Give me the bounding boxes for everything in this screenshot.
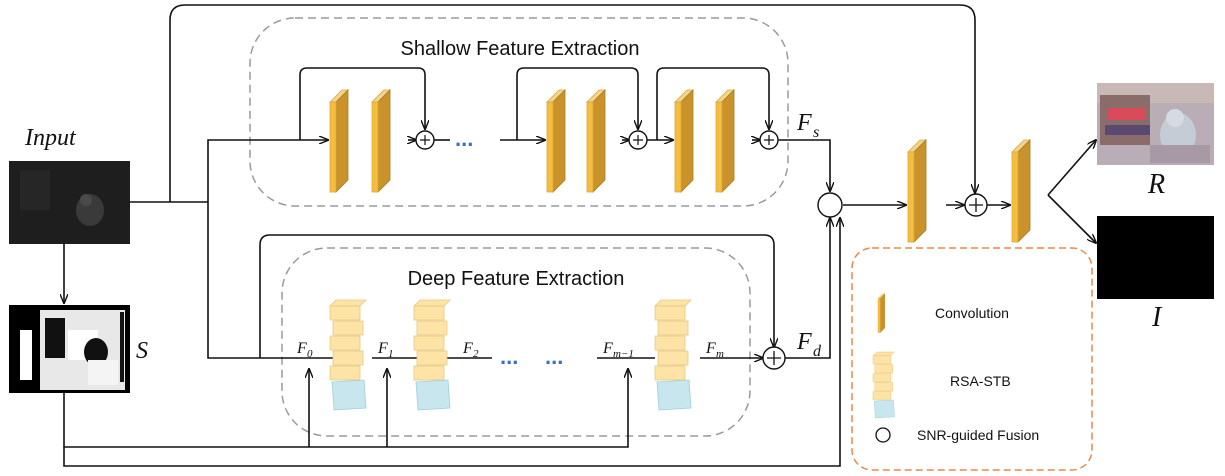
conv-block xyxy=(371,89,391,193)
output-image-r xyxy=(1097,83,1214,165)
sum-node xyxy=(759,130,779,150)
rsa-stb-block xyxy=(654,299,692,411)
legend-convolution: Convolution xyxy=(935,305,1009,321)
sum-node xyxy=(628,130,648,150)
conv-block xyxy=(546,89,566,193)
svg-text:F: F xyxy=(705,340,716,357)
conv-block xyxy=(715,89,735,193)
svg-text:m−1: m−1 xyxy=(613,348,634,360)
conv-block xyxy=(1011,139,1031,243)
sum-node xyxy=(762,346,786,370)
svg-text:2: 2 xyxy=(473,348,479,360)
legend-snr-fusion: SNR-guided Fusion xyxy=(917,427,1039,443)
conv-block xyxy=(674,89,694,193)
connectors xyxy=(64,4,1096,467)
label-f0: F 0 xyxy=(296,340,313,360)
sum-node xyxy=(415,130,435,150)
label-i: I xyxy=(1151,302,1163,333)
label-input: Input xyxy=(24,125,77,151)
rsa-stb-block xyxy=(329,299,367,411)
label-r: R xyxy=(1147,169,1165,200)
deep-title: Deep Feature Extraction xyxy=(408,268,625,290)
svg-text:F: F xyxy=(296,340,307,357)
label-fs: F s xyxy=(796,110,819,141)
svg-text:F: F xyxy=(796,329,812,355)
svg-text:d: d xyxy=(813,343,822,360)
ellipsis: ... xyxy=(545,344,563,369)
label-fm: F m xyxy=(705,340,724,360)
label-fm-1: F m−1 xyxy=(602,340,634,360)
ellipsis: ... xyxy=(500,344,518,369)
legend: Convolution RSA-STB SNR-guided Fusion xyxy=(851,247,1093,471)
conv-block xyxy=(586,89,606,193)
svg-text:F: F xyxy=(377,340,388,357)
svg-text:F: F xyxy=(462,340,473,357)
svg-text:F: F xyxy=(796,110,812,136)
label-fd: F d xyxy=(796,329,822,360)
shallow-feature-block xyxy=(249,17,789,207)
svg-text:F: F xyxy=(602,340,613,357)
snr-fusion-node xyxy=(817,192,843,218)
deep-feature-block xyxy=(281,247,751,437)
sum-node xyxy=(964,193,988,217)
label-f1: F 1 xyxy=(377,340,394,360)
svg-text:0: 0 xyxy=(307,348,313,360)
svg-text:m: m xyxy=(716,348,724,360)
output-image-i xyxy=(1097,216,1214,299)
conv-block xyxy=(329,89,349,193)
label-s: S xyxy=(136,338,148,364)
ellipsis: ... xyxy=(455,126,473,151)
label-f2: F 2 xyxy=(462,340,479,360)
rsa-stb-block xyxy=(413,299,451,411)
shallow-title: Shallow Feature Extraction xyxy=(400,38,639,60)
legend-rsa-stb: RSA-STB xyxy=(950,373,1011,389)
svg-text:1: 1 xyxy=(388,348,394,360)
legend-fusion-icon xyxy=(875,427,891,443)
input-image xyxy=(9,161,130,244)
snr-map-s xyxy=(9,305,130,393)
conv-block xyxy=(907,139,927,243)
svg-text:s: s xyxy=(813,124,819,141)
